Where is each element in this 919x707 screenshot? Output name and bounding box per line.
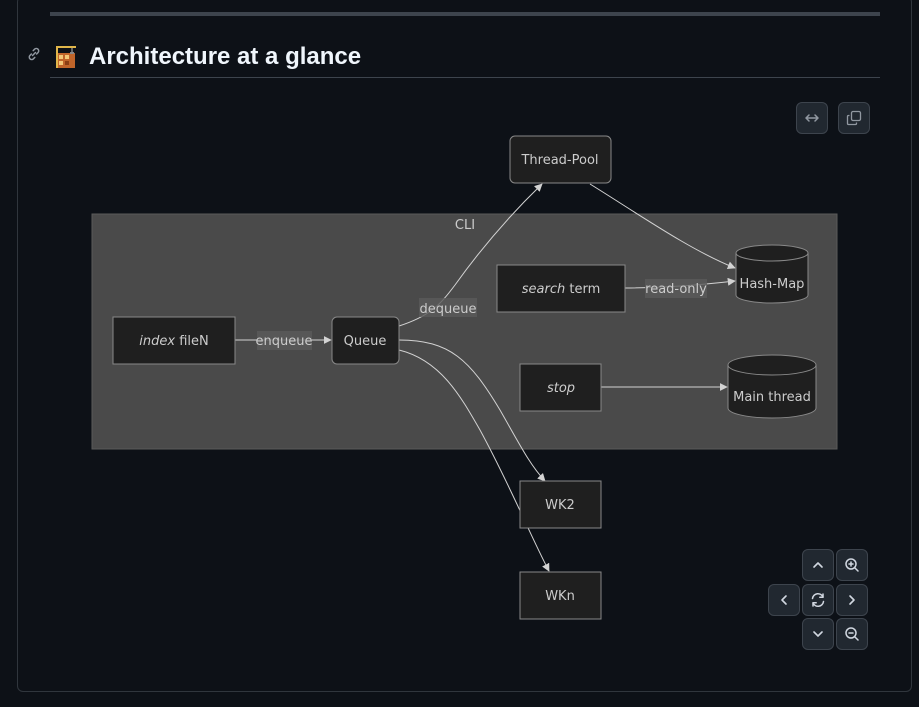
node-wkn-label: WKn — [545, 589, 575, 604]
edge-label-bg — [419, 298, 477, 317]
zoom-out-button[interactable] — [836, 618, 868, 650]
page-title: Architecture at a glance — [89, 43, 362, 70]
chevron-down-icon — [811, 627, 825, 641]
pan-up-button[interactable] — [802, 549, 834, 581]
node-index-prefix: index — [139, 334, 175, 349]
node-threadpool-label: Thread-Pool — [520, 153, 598, 168]
node-threadpool — [509, 135, 612, 184]
node-mainthread-label: Main thread — [733, 390, 811, 405]
edge-label-bg — [645, 279, 707, 298]
node-stop-label: stop — [547, 381, 575, 396]
copy-button[interactable] — [838, 102, 870, 134]
expand-horizontal-icon — [804, 110, 820, 126]
edge-label-enqueue: enqueue — [256, 334, 313, 349]
pan-left-button[interactable] — [768, 584, 800, 616]
subgraph-label: CLI — [455, 218, 475, 233]
node-wk2-label: WK2 — [545, 498, 575, 513]
pan-down-button[interactable] — [802, 618, 834, 650]
edge-threadpool-hashmap — [589, 183, 736, 270]
node-search — [496, 264, 626, 313]
chevron-left-icon — [777, 593, 791, 607]
section-heading — [50, 40, 880, 78]
markdown-panel — [17, 0, 912, 692]
reset-button[interactable] — [802, 584, 834, 616]
node-index-suffix: fileN — [175, 334, 209, 349]
expand-button[interactable] — [796, 102, 828, 134]
node-index — [112, 316, 236, 365]
node-index-label: index fileN — [139, 334, 208, 349]
zoom-out-icon — [844, 626, 860, 642]
zoom-in-icon — [844, 557, 860, 573]
node-hashmap — [735, 244, 809, 304]
node-queue-label: Queue — [344, 334, 387, 349]
reset-icon — [810, 592, 826, 608]
node-search-suffix: term — [565, 282, 600, 297]
node-search-label: search term — [522, 282, 600, 297]
node-mainthread — [727, 354, 817, 419]
zoom-in-button[interactable] — [836, 549, 868, 581]
chevron-up-icon — [811, 558, 825, 572]
node-stop — [519, 363, 602, 412]
link-icon[interactable] — [26, 46, 42, 62]
building-construction-icon — [54, 44, 78, 70]
node-wk2 — [519, 480, 602, 529]
edge-queue-wkn — [398, 349, 550, 572]
node-wkn — [519, 571, 602, 620]
edge-queue-wk2 — [398, 339, 546, 482]
section-divider — [50, 12, 880, 16]
copy-icon — [846, 110, 862, 126]
edge-label-readonly: read-only — [645, 282, 707, 297]
node-queue — [331, 316, 400, 365]
node-hashmap-label: Hash-Map — [740, 277, 805, 292]
edge-label-bg — [257, 331, 312, 350]
chevron-right-icon — [845, 593, 859, 607]
edge-label-dequeue: dequeue — [420, 302, 477, 317]
pan-right-button[interactable] — [836, 584, 868, 616]
node-search-prefix: search — [522, 282, 565, 297]
